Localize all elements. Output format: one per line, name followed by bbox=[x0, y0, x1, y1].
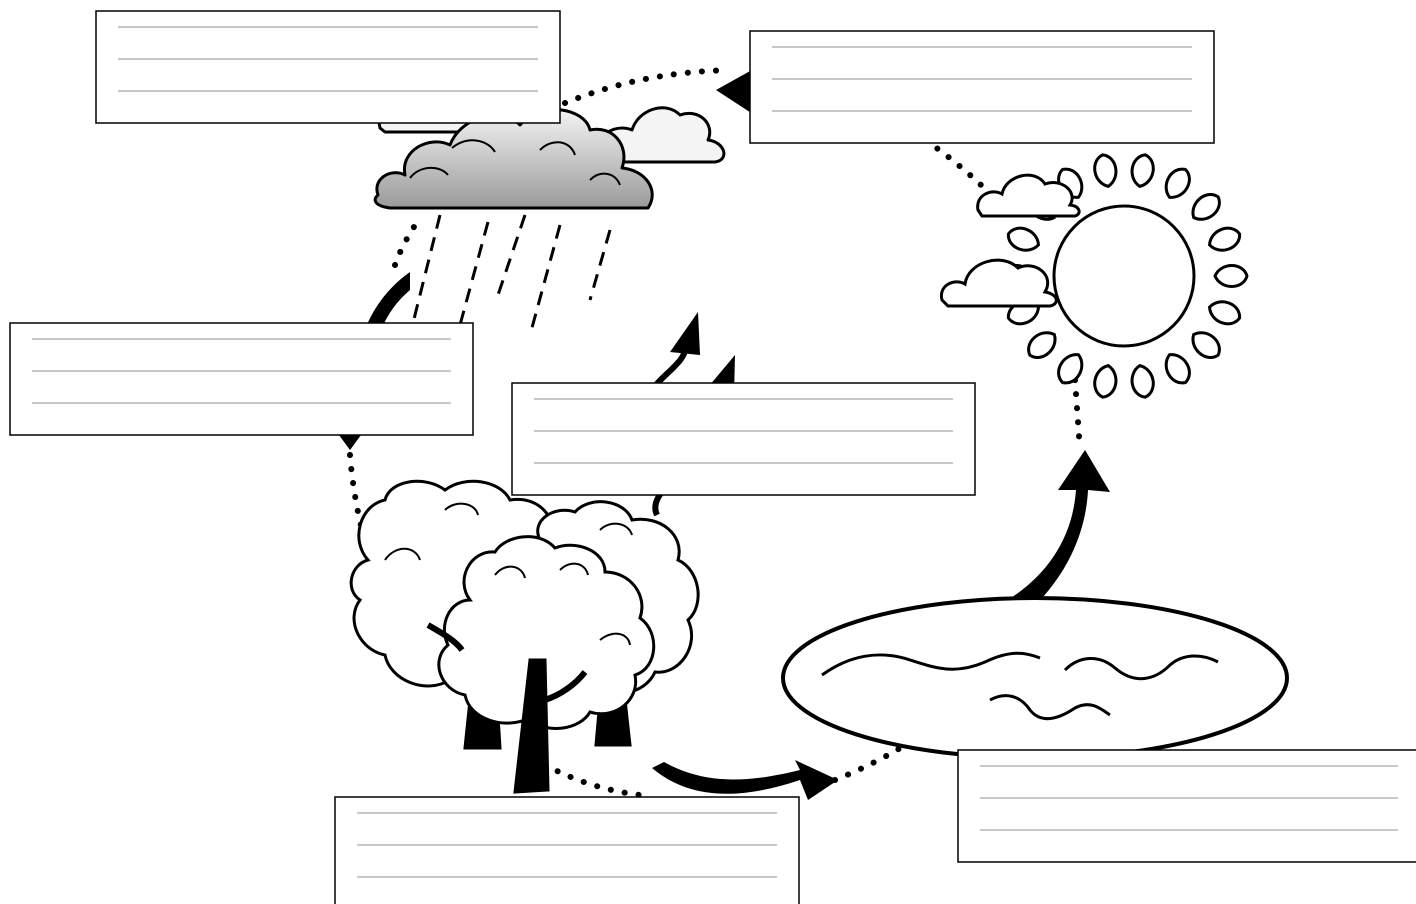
answer-box-bottom-right[interactable] bbox=[957, 749, 1416, 863]
sun-ray bbox=[1027, 331, 1057, 359]
sun-icon bbox=[939, 153, 1249, 399]
trees-icon bbox=[349, 479, 700, 794]
answer-box-frame[interactable] bbox=[9, 322, 474, 436]
arrow-runoff bbox=[652, 760, 838, 800]
arrow-evaporation bbox=[990, 450, 1110, 630]
sun-ray bbox=[1208, 226, 1242, 252]
sun-ray bbox=[1006, 226, 1040, 252]
sun-ray bbox=[1164, 353, 1191, 385]
answer-box-frame[interactable] bbox=[957, 749, 1416, 863]
answer-box-top-left[interactable] bbox=[95, 10, 561, 124]
answer-box-bottom-center[interactable] bbox=[334, 796, 800, 904]
answer-box-mid-left[interactable] bbox=[9, 322, 474, 436]
sun-ray bbox=[1130, 153, 1155, 188]
sun-ray bbox=[1191, 331, 1221, 359]
sun-ray bbox=[1093, 153, 1118, 188]
sun-ray bbox=[1130, 364, 1155, 399]
sun-ray bbox=[1057, 353, 1084, 385]
answer-box-frame[interactable] bbox=[749, 30, 1215, 144]
answer-box-top-right[interactable] bbox=[749, 30, 1215, 144]
answer-box-center[interactable] bbox=[511, 382, 976, 496]
answer-box-frame[interactable] bbox=[334, 796, 800, 904]
lake-icon bbox=[781, 596, 1289, 760]
rain-streaks bbox=[408, 214, 612, 336]
sun-ray bbox=[1093, 364, 1118, 399]
answer-box-frame[interactable] bbox=[511, 382, 976, 496]
answer-box-frame[interactable] bbox=[95, 10, 561, 124]
sun-ray bbox=[1191, 193, 1221, 221]
sun-ray bbox=[1208, 300, 1242, 326]
sun-ray bbox=[1213, 264, 1249, 288]
sun-ray bbox=[1164, 167, 1191, 199]
